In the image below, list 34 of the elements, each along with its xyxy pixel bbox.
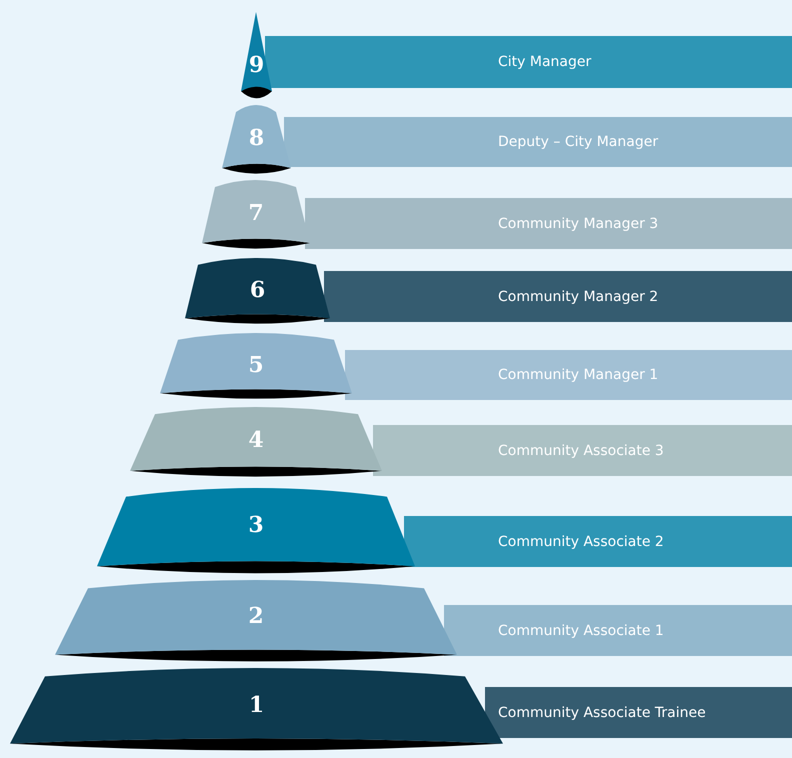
level-title: Community Associate 3 [498,442,664,458]
pyramid-tier [241,12,272,100]
pyramid-tier [222,105,291,175]
pyramid-tier [185,258,330,325]
level-number: 3 [247,512,265,538]
level-title: Community Associate Trainee [498,704,706,720]
level-band [345,350,792,400]
level-number: 4 [247,426,265,453]
level-band [373,425,792,476]
level-number: 8 [248,124,266,151]
level-title: Community Associate 2 [498,534,664,550]
pyramid-tier [130,407,382,478]
pyramid-tier [160,333,352,400]
level-title: Community Manager 1 [498,367,658,383]
level-band [404,516,792,567]
pyramid-tier [202,180,310,250]
level-number: 7 [247,200,265,226]
level-title: Deputy – City Manager [498,134,658,150]
level-band [324,271,792,322]
level-title: City Manager [498,54,592,70]
level-title: Community Manager 2 [498,288,658,304]
level-band [444,605,792,656]
level-number: 9 [248,52,266,78]
level-number: 2 [247,603,265,630]
level-number: 5 [247,352,265,378]
pyramid-tier [97,488,415,575]
level-band [284,117,792,167]
level-band [265,36,792,88]
level-title: Community Manager 3 [498,216,658,232]
level-number: 6 [248,276,266,303]
level-title: Community Associate 1 [498,622,664,638]
level-band [485,687,792,738]
level-number: 1 [248,692,266,718]
pyramid-tier [55,580,457,663]
